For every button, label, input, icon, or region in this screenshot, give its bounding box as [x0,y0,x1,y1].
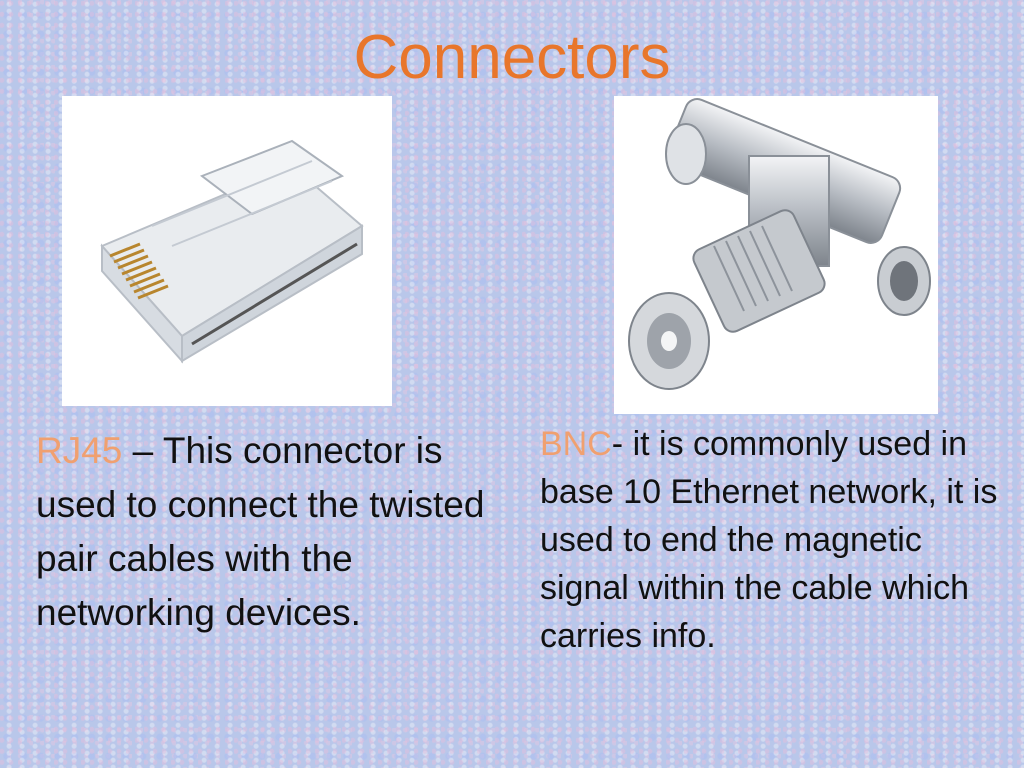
bnc-description: - it is commonly used in base 10 Etherne… [540,425,998,655]
rj45-term: RJ45 [36,430,123,471]
bnc-t-connector-image [614,96,938,414]
bnc-caption: BNC- it is commonly used in base 10 Ethe… [540,420,1010,660]
rj45-description: – This connector is used to connect the … [36,430,485,633]
rj45-caption: RJ45 – This connector is used to connect… [36,424,506,640]
slide-title: Connectors [353,23,671,92]
bnc-term: BNC [540,425,612,463]
rj45-connector-image [62,96,392,406]
